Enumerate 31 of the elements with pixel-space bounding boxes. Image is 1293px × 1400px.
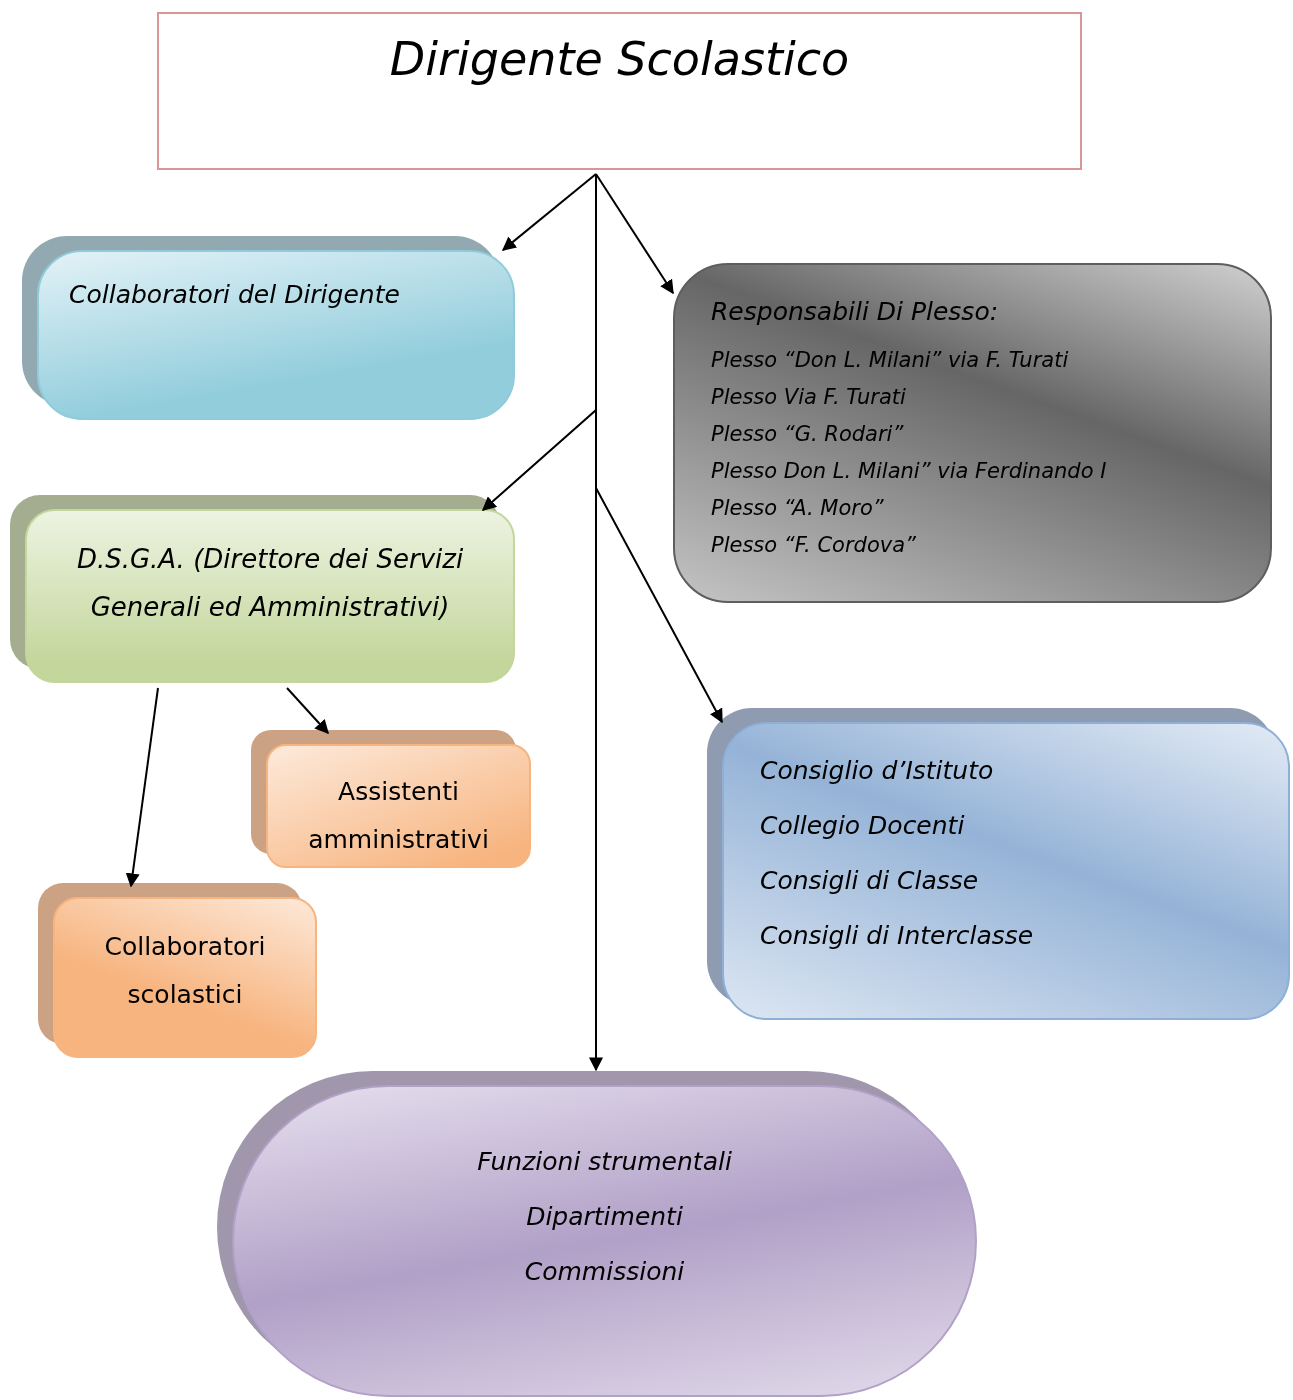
rounded-box	[673, 263, 1272, 603]
label-text: Plesso “A. Moro”	[711, 495, 885, 522]
rounded-box	[266, 744, 531, 868]
rounded-box	[37, 250, 515, 420]
label-text: Collaboratori del Dirigente	[69, 280, 401, 309]
label-text: Consiglio d’Istituto	[760, 756, 995, 785]
arrow	[501, 173, 597, 251]
label-text: Plesso “F. Cordova”	[711, 532, 917, 559]
label-text: Collaboratori scolastici	[103, 931, 267, 1011]
arrow	[589, 173, 603, 1072]
rounded-box	[53, 897, 317, 1058]
label-text: D.S.G.A. (Direttore dei Servizi Generali ed Amministrativi)	[75, 543, 465, 624]
label-text: Consigli di Classe	[760, 866, 980, 895]
label-text: Consigli di Interclasse	[760, 921, 1035, 950]
arrow	[286, 687, 329, 735]
arrow	[595, 173, 674, 295]
label-text: Plesso “G. Rodari”	[711, 421, 905, 448]
label-text: Plesso “Don L. Milani” via F. Turati	[711, 347, 1070, 374]
arrow	[125, 687, 159, 888]
label-text: Funzioni strumentali	[476, 1147, 733, 1176]
label-text: Commissioni	[523, 1257, 686, 1286]
label-text: Dipartimenti	[525, 1202, 684, 1231]
rounded-box	[722, 722, 1290, 1020]
label-text: Plesso Don L. Milani” via Ferdinando I	[711, 458, 1108, 485]
label-text: Collegio Docenti	[760, 811, 966, 840]
label-text: Dirigente Scolastico	[388, 32, 851, 86]
title-box	[157, 12, 1082, 170]
label-text: Plesso Via F. Turati	[711, 384, 907, 411]
rounded-box	[25, 509, 515, 683]
label-text: Assistenti amministrativi	[307, 776, 490, 856]
heading: Responsabili Di Plesso:	[711, 297, 1000, 326]
